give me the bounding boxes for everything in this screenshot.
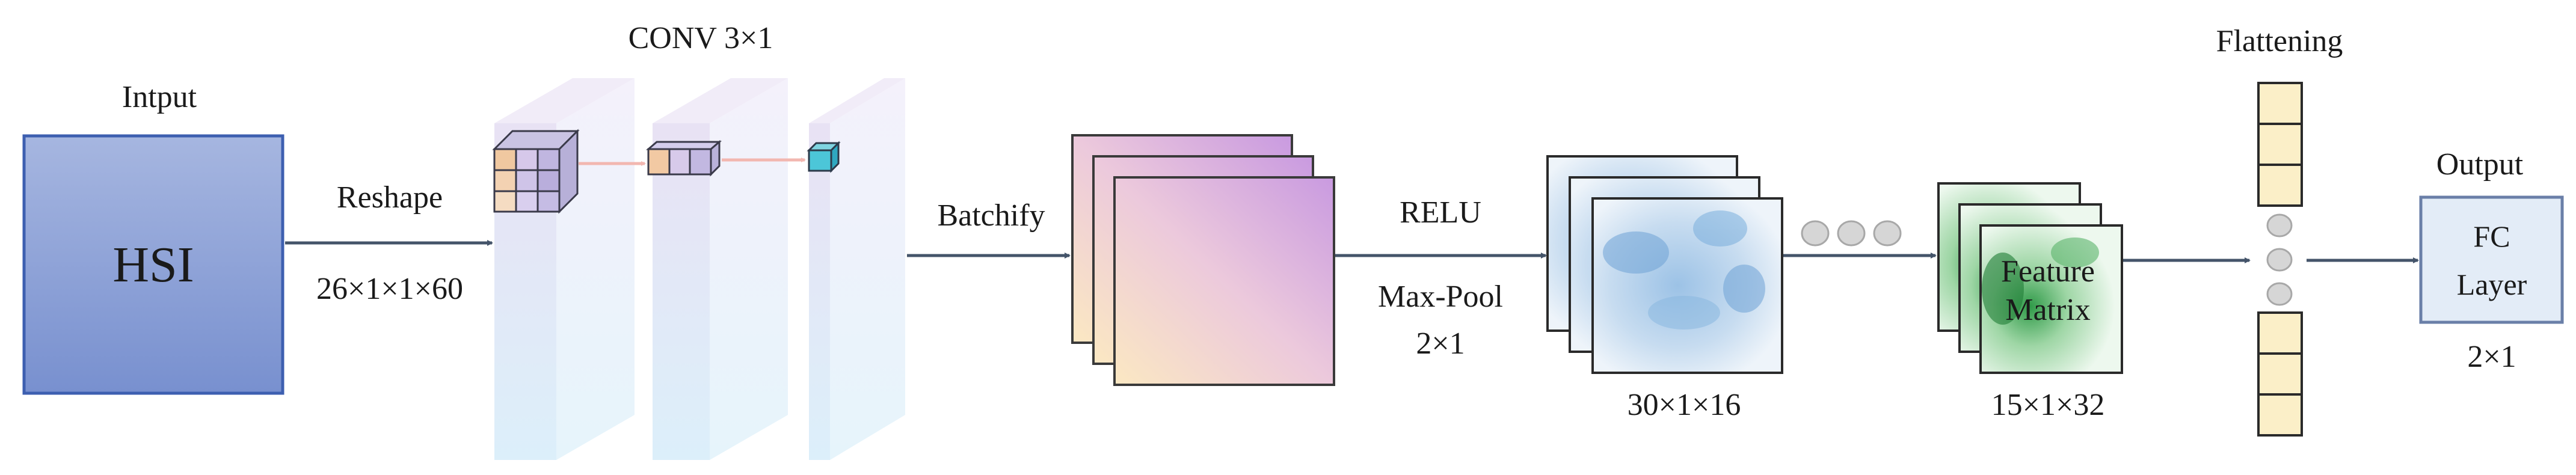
flatten-dots	[2266, 213, 2293, 306]
fc-line1: FC	[2473, 219, 2510, 253]
conv-label: CONV 3×1	[629, 21, 773, 55]
fc-layer-box	[2419, 195, 2564, 324]
conv-slab-2	[653, 78, 788, 460]
kernel-cell	[807, 141, 841, 173]
hsi-label: HSI	[112, 237, 194, 293]
flatten-vector-bottom	[2257, 311, 2303, 437]
feature-matrix-line1: Feature	[2001, 254, 2095, 289]
fc-line2: Layer	[2457, 268, 2527, 301]
input-title: Intput	[122, 80, 197, 114]
output-dims: 2×1	[2467, 340, 2516, 374]
ellipsis-dots	[1801, 220, 1902, 247]
batch-stack	[1071, 134, 1335, 386]
flatten-vector-top	[2257, 82, 2303, 207]
feature-matrix-line2: Matrix	[2005, 293, 2091, 327]
hsi-input-box	[22, 134, 284, 395]
flatten-label: Flattening	[2216, 24, 2343, 58]
kernel-bar-3x1	[645, 139, 722, 177]
conv-slab-3	[809, 78, 905, 460]
relu-label: RELU	[1400, 195, 1481, 230]
output-title: Output	[2436, 147, 2524, 182]
maxpool-label: Max-Pool	[1378, 280, 1503, 314]
reshape-dims: 26×1×1×60	[316, 272, 463, 306]
reshape-label: Reshape	[337, 180, 443, 215]
batchify-label: Batchify	[937, 198, 1045, 233]
feature-maps-blue	[1546, 155, 1783, 374]
maxpool-size: 2×1	[1416, 326, 1465, 361]
feature-maps-2-dims: 15×1×32	[1991, 388, 2105, 422]
feature-matrix-stack	[1937, 182, 2123, 374]
feature-maps-1-dims: 30×1×16	[1628, 388, 1741, 422]
kernel-cube-3x3	[492, 129, 580, 214]
